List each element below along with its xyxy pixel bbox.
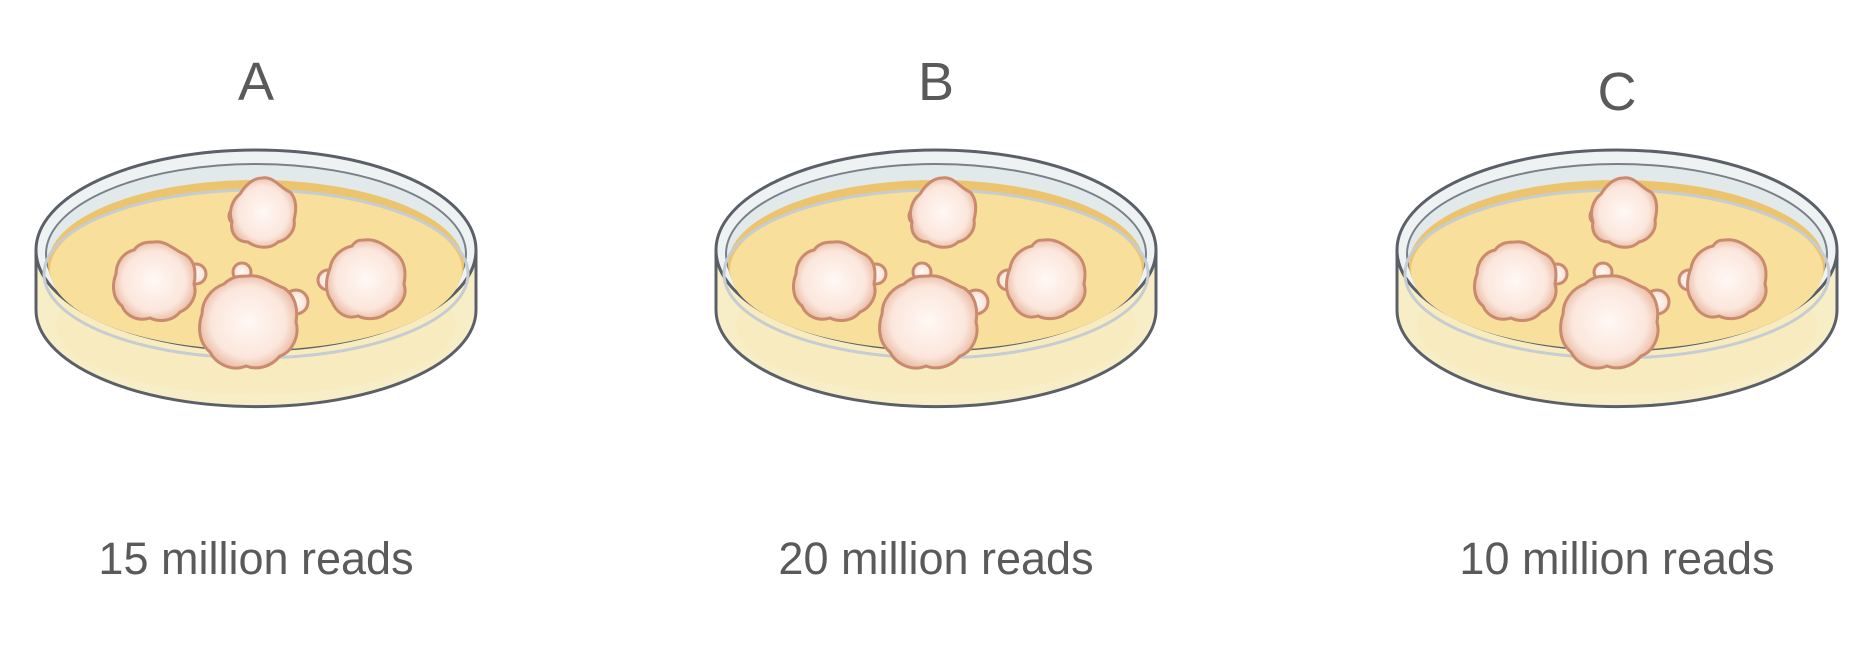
panel-label-c: C <box>1597 62 1637 122</box>
panel-c: C 10 million reads <box>1387 0 1847 652</box>
petri-dish-b-icon <box>714 148 1158 409</box>
panel-b: B 20 million reads <box>706 0 1166 652</box>
panel-a: A 15 million reads <box>26 0 486 652</box>
petri-dish-a-icon <box>34 148 478 409</box>
petri-dish-c-icon <box>1395 148 1839 409</box>
read-count-b: 20 million reads <box>778 533 1094 584</box>
panel-label-b: B <box>917 52 955 112</box>
read-count-c: 10 million reads <box>1459 533 1775 584</box>
read-count-a: 15 million reads <box>98 533 414 584</box>
panel-label-a: A <box>237 52 275 112</box>
